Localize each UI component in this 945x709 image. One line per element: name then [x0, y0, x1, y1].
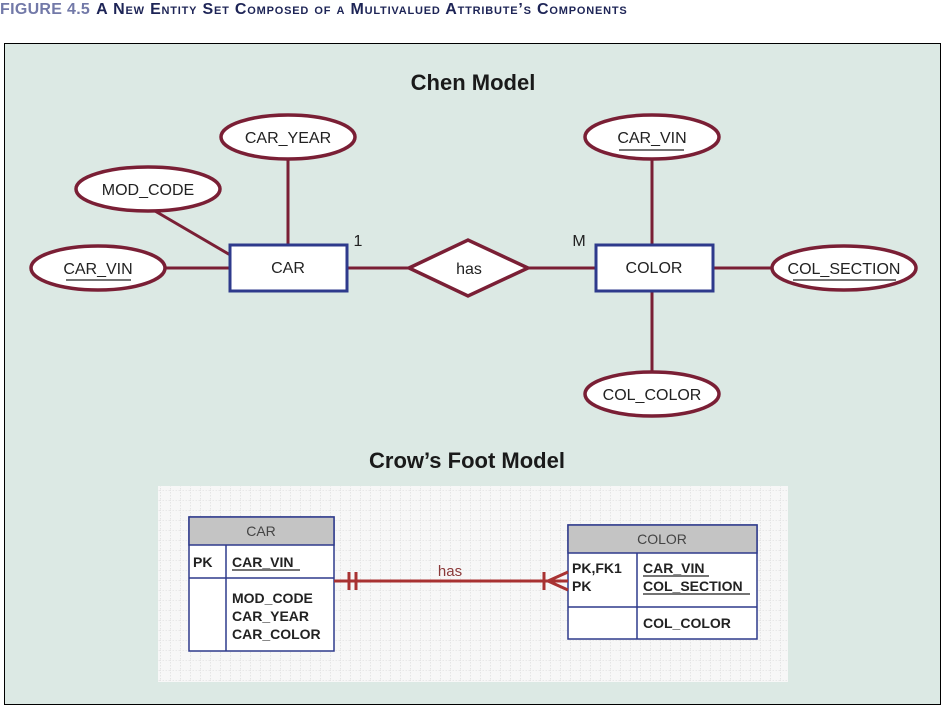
- svg-text:COLOR: COLOR: [626, 260, 683, 277]
- car-field-car-year: CAR_YEAR: [232, 608, 309, 624]
- entity-color: COLOR: [594, 243, 715, 293]
- crowsfoot-relationship-line: [334, 570, 569, 592]
- chen-model-heading: Chen Model: [411, 70, 536, 95]
- crowsfoot-model-heading: Crow’s Foot Model: [369, 448, 565, 473]
- color-key-field-col-section: COL_SECTION: [643, 578, 743, 594]
- figure-title: A New Entity Set Composed of a Multivalu…: [96, 1, 628, 18]
- crows-foot-upper: [547, 570, 569, 583]
- attr-col-section: COL_SECTION: [770, 244, 918, 292]
- color-field-col-color: COL_COLOR: [643, 615, 731, 631]
- relationship-has: has: [404, 238, 533, 298]
- table-car: CAR PK CAR_VIN MOD_CODE CAR_YEAR CAR_COL…: [188, 516, 335, 652]
- car-pk-label: PK: [193, 554, 212, 570]
- table-color: COLOR PK,FK1 PK CAR_VIN COL_SECTION COL_…: [567, 524, 758, 640]
- svg-text:COL_COLOR: COL_COLOR: [603, 387, 702, 404]
- figure-caption: FIGURE 4.5 A New Entity Set Composed of a…: [0, 0, 628, 22]
- color-key-label-1: PK,FK1: [572, 560, 622, 576]
- svg-text:has: has: [456, 261, 482, 278]
- cardinality-car: 1: [354, 233, 363, 250]
- svg-text:MOD_CODE: MOD_CODE: [102, 182, 194, 199]
- figure-number: FIGURE 4.5: [0, 1, 91, 18]
- svg-text:COL_SECTION: COL_SECTION: [788, 261, 901, 278]
- chen-connectors: [154, 158, 773, 372]
- table-car-title: CAR: [246, 523, 276, 539]
- line-mod-code: [154, 209, 233, 258]
- svg-text:CAR_VIN: CAR_VIN: [617, 130, 686, 147]
- svg-text:CAR: CAR: [271, 260, 305, 277]
- crows-foot-lower: [547, 579, 569, 592]
- svg-text:CAR_VIN: CAR_VIN: [63, 261, 132, 278]
- color-key-label-2: PK: [572, 578, 591, 594]
- entity-car: CAR: [228, 243, 349, 293]
- car-field-car-color: CAR_COLOR: [232, 626, 321, 642]
- attr-car-year: CAR_YEAR: [219, 113, 357, 161]
- svg-text:CAR_YEAR: CAR_YEAR: [245, 130, 331, 147]
- attr-car-vin: CAR_VIN: [29, 244, 167, 292]
- attr-color-car-vin: CAR_VIN: [583, 113, 721, 161]
- car-pk-field: CAR_VIN: [232, 554, 293, 570]
- crowsfoot-relationship-label: has: [438, 563, 462, 580]
- color-key-field-car-vin: CAR_VIN: [643, 560, 704, 576]
- attr-col-color: COL_COLOR: [583, 370, 721, 418]
- cardinality-color: M: [572, 233, 585, 250]
- car-field-mod-code: MOD_CODE: [232, 590, 313, 606]
- table-color-title: COLOR: [637, 531, 687, 547]
- attr-mod-code: MOD_CODE: [74, 165, 222, 213]
